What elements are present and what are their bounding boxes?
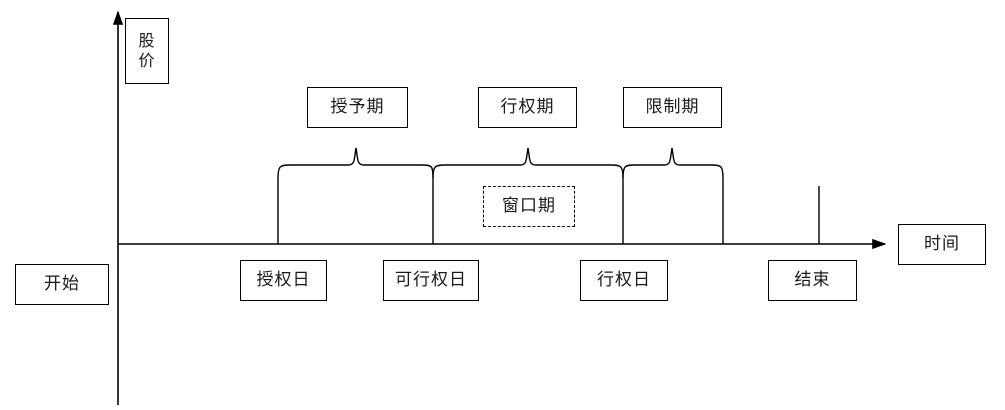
brace-grant-period (277, 147, 434, 179)
milestone-label-grant-date: 授权日 (240, 260, 327, 301)
milestone-label-exercise-date: 行权日 (580, 260, 668, 301)
end-label: 结束 (768, 260, 857, 301)
y-axis-label: 股 价 (125, 18, 169, 84)
period-label-restriction: 限制期 (623, 87, 722, 128)
window-period-label: 窗口期 (483, 186, 575, 227)
x-axis-label: 时间 (898, 224, 986, 265)
period-label-exercise: 行权期 (478, 87, 577, 128)
brace-restriction-period (622, 147, 724, 179)
brace-exercise-period (432, 147, 624, 179)
milestone-label-exercisable-date: 可行权日 (383, 260, 479, 301)
start-label: 开始 (15, 264, 109, 305)
period-label-grant: 授予期 (307, 87, 408, 128)
